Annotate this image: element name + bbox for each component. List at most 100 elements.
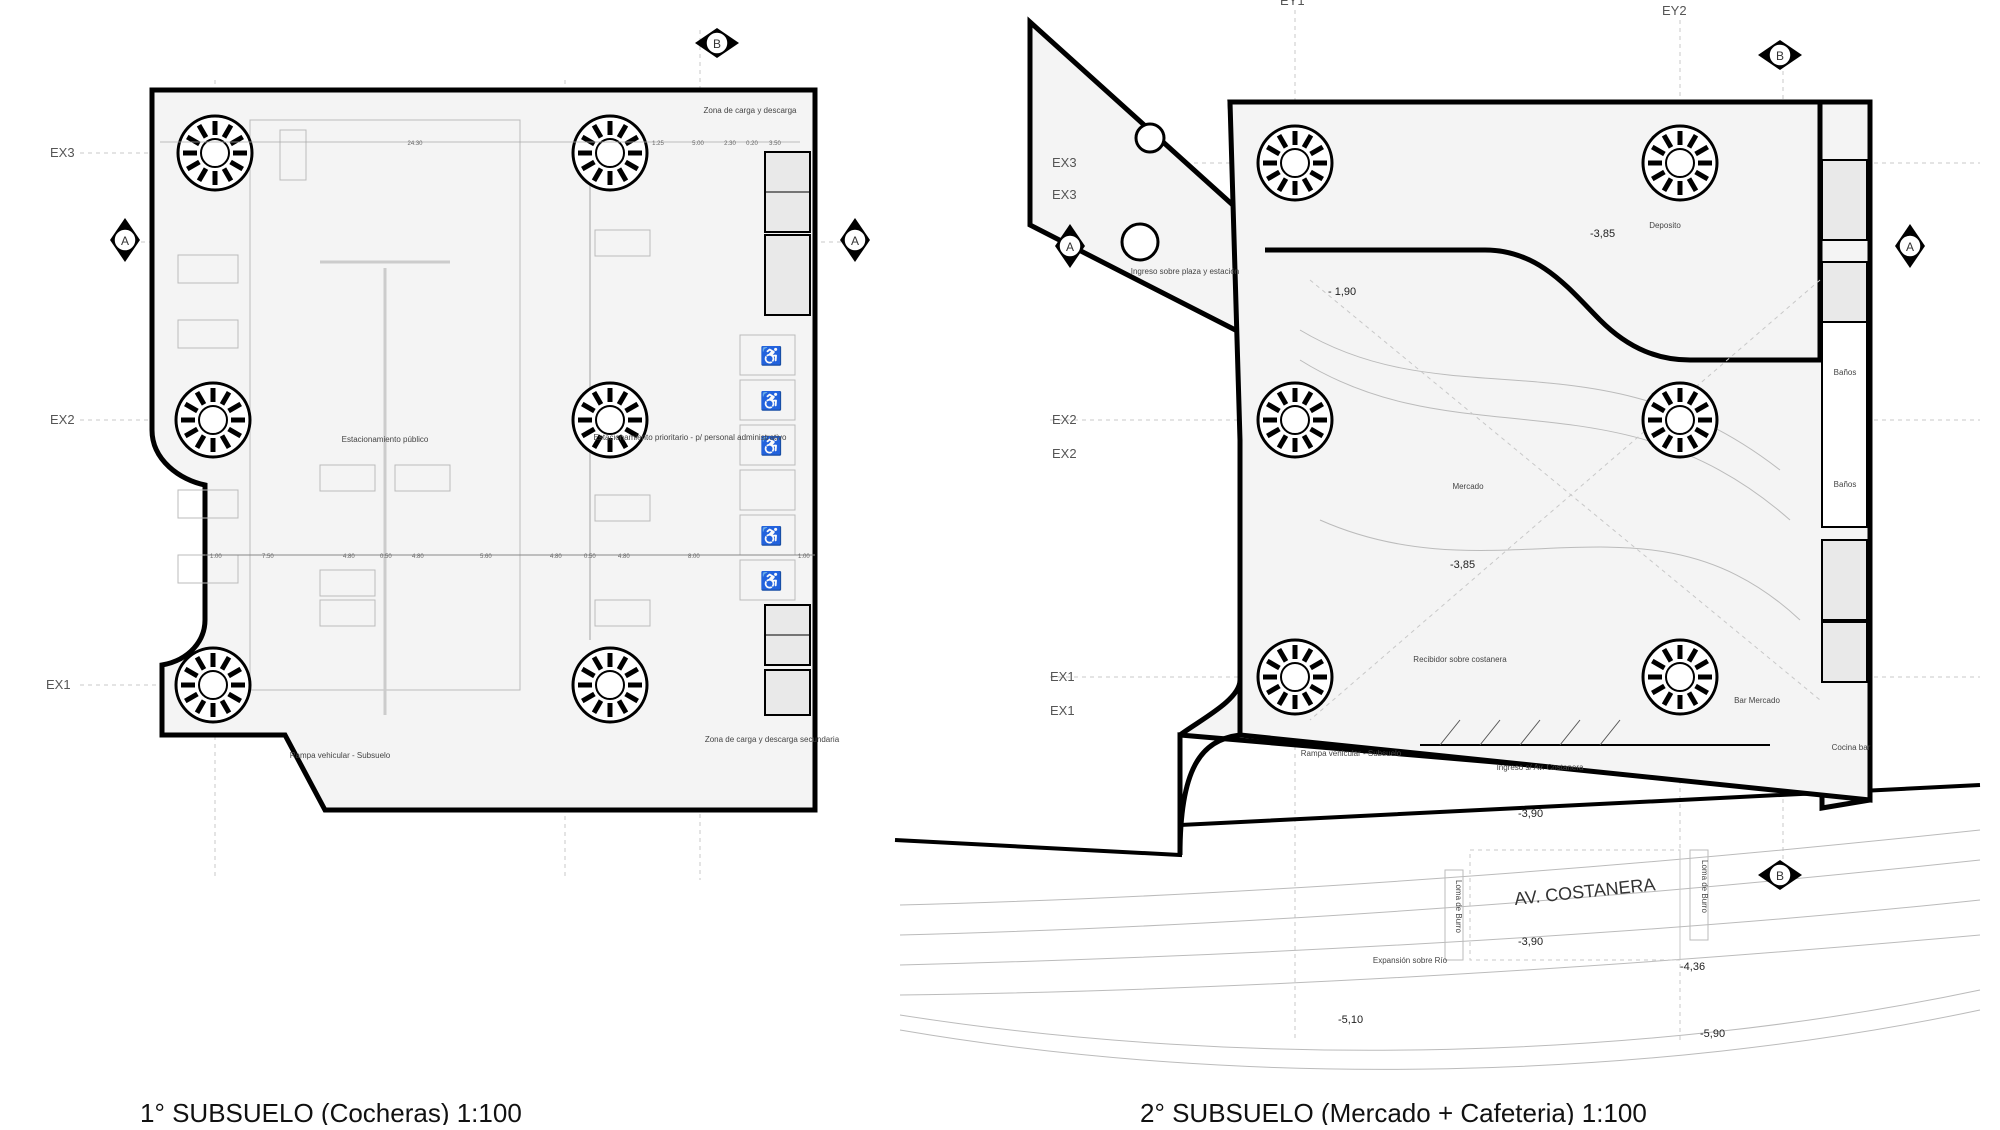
column-rib [581,159,596,172]
axis-tag-ex2: EX2 [1052,412,1077,427]
column-rib [1309,144,1324,157]
column-rib [1694,426,1709,439]
structural-column [1256,124,1334,202]
section-marker-b: B [695,28,739,58]
structural-column [1641,124,1719,202]
column-rib [1661,177,1674,192]
right-plan: Ingreso sobre plaza y estación Deposito … [894,0,1981,1128]
column-rib [1276,134,1289,149]
svg-text:A: A [851,234,859,248]
column-rib [624,401,639,414]
column-rib [1266,144,1281,157]
skylight-circle [1134,122,1166,154]
stair-core-bottom [1821,539,1868,621]
column-rib [624,159,639,172]
column-rib [591,699,604,714]
column-rib [1686,391,1699,406]
section-marker-a: A [110,218,140,262]
svg-text:A: A [121,234,129,248]
axis-tag-ex1: EX1 [46,677,71,692]
column-rib [186,134,201,147]
column-rib [184,426,199,439]
column-rib [184,401,199,414]
structural-column [174,646,252,724]
label-rampa-vehicular: Rampa vehicular - Subsuelo [290,751,391,760]
wheelchair-icon: ♿ [760,435,782,456]
dimension-label: 0.20 [746,141,758,147]
dimension-label: 3.50 [769,141,781,147]
column-rib [221,167,234,182]
column-rib [219,391,232,406]
dimension-label: 1.00 [210,554,222,560]
axis-tag-ex2: EX2 [50,412,75,427]
column-rib [1694,683,1709,696]
axis-tag-ey2: EY2 [1662,3,1687,18]
column-rib [591,391,604,406]
column-rib [196,167,209,182]
elevator-core-bottom [764,669,811,716]
axis-tag-ex3: EX3 [50,145,75,160]
dimension-label: 4.80 [343,554,355,560]
column-rib [194,699,207,714]
column-rib [1309,658,1324,671]
axis-tag-ex3: EX3 [1052,187,1077,202]
column-rib [616,167,629,182]
column-rib [227,691,242,704]
column-rib [1276,391,1289,406]
column-rib [616,656,629,671]
section-marker-a: A [840,218,870,262]
svg-text:A: A [1906,240,1914,254]
river-line [899,989,1981,1051]
axis-tag-ey1: EY1 [1280,0,1305,8]
column-rib [581,134,596,147]
label-bar-mercado: Bar Mercado [1734,696,1780,705]
market-path [1299,359,1791,521]
level-mark: -5,90 [1700,1028,1725,1040]
column-rib [1276,434,1289,449]
label-avenida: AV. COSTANERA [1513,874,1656,909]
label-estacionamiento-publico: Estacionamiento público [342,435,429,444]
column-rib [221,124,234,139]
column-rib [1651,169,1666,182]
crosswalk-area [1469,849,1681,961]
column-rib [194,656,207,671]
plaza-wedge [1027,16,1258,345]
svg-text:B: B [1776,49,1784,63]
section-marker-b: B [1758,40,1802,70]
column-rib [591,656,604,671]
label-banos: Baños [1834,480,1857,489]
level-mark: -3,85 [1590,228,1615,240]
road-line [899,859,1981,936]
label-estacionamiento-prioritario: Estacionamiento prioritario - p/ persona… [594,433,788,442]
skylight-circle [1120,222,1160,262]
column-rib [196,124,209,139]
svg-text:B: B [713,37,721,51]
column-rib [1651,426,1666,439]
wheelchair-icon: ♿ [760,525,782,546]
column-rib [194,434,207,449]
svg-text:A: A [1066,240,1074,254]
column-rib [1266,426,1281,439]
label-ingreso-costanera: Ingreso s/ Av. Costanera [1497,763,1584,772]
wheelchair-icon: ♿ [760,390,782,411]
column-rib [1686,177,1699,192]
speed-bump [1689,849,1709,941]
column-rib [1694,144,1709,157]
column-rib [184,691,199,704]
left-cores [764,151,811,716]
column-rib [1661,691,1674,706]
column-rib [1661,648,1674,663]
column-rib [227,401,242,414]
column-rib [1276,177,1289,192]
structural-column [1641,381,1719,459]
column-rib [1661,391,1674,406]
right-cores [1821,159,1868,683]
column-rib [186,159,201,172]
column-rib [1301,434,1314,449]
label-carga-descarga-secundaria: Zona de carga y descarga secundaria [705,735,840,744]
column-rib [194,391,207,406]
column-rib [1686,691,1699,706]
structural-column [1256,381,1334,459]
wheelchair-icon: ♿ [760,570,782,591]
column-rib [581,426,596,439]
